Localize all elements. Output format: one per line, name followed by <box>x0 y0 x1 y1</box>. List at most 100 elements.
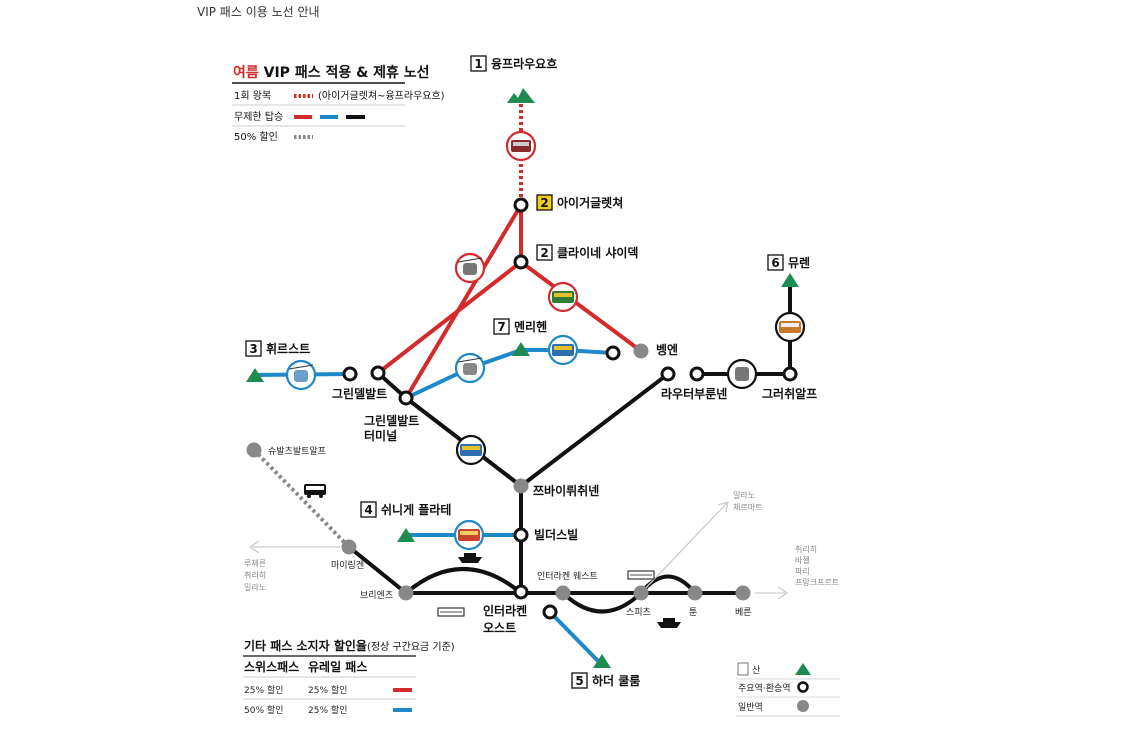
major-station <box>782 366 798 382</box>
key-mountain-icon <box>795 663 811 675</box>
discount-title-note: (정상 구간요금 기준) <box>367 641 455 653</box>
station-label-thun: 툰 <box>689 607 697 618</box>
page-title: VIP 패스 이용 노선 안내 <box>197 5 320 19</box>
discount-title-main: 기타 패스 소지자 할인율 <box>244 638 367 653</box>
train-icon <box>505 130 537 162</box>
station-label-harder-kulm: 하더 쿨룸 <box>592 673 640 688</box>
direction-left: 취리히 <box>244 570 266 580</box>
ship-icon <box>458 553 482 563</box>
map-key: 산 주요역·환승역 일반역 <box>736 662 840 717</box>
station-label-bern: 베른 <box>735 607 752 618</box>
station-number: 2 <box>540 246 548 260</box>
blue-line <box>548 610 604 667</box>
major-station <box>513 254 529 270</box>
direction-right: 프랑크프르트 <box>795 577 839 587</box>
station-label-interlaken-ost: 오스트 <box>483 621 516 635</box>
legend: 여름 VIP 패스 적용 & 제휴 노선 1회 왕복 (아이거글렛쳐~융프라우요… <box>232 64 445 143</box>
train-icon <box>627 570 655 580</box>
station-label-wengen: 벵엔 <box>656 342 678 357</box>
major-station <box>342 366 358 382</box>
major-station <box>513 197 529 213</box>
major-station <box>370 365 386 381</box>
normal-station <box>687 585 703 601</box>
legend-row-label: 1회 왕복 <box>234 90 271 102</box>
normal-station <box>246 442 262 458</box>
gondola-icon <box>454 352 486 384</box>
transport-icons <box>285 130 806 628</box>
station-number: 7 <box>497 320 505 334</box>
station-label-grindelwald: 그린델발트 <box>332 386 387 401</box>
station-label-spiez: 스피츠 <box>626 607 651 618</box>
legend-row-label: 무제한 탑승 <box>234 111 283 123</box>
train-icon <box>547 334 579 366</box>
station-label-first: 휘르스트 <box>266 341 310 356</box>
gondola-icon <box>285 359 317 391</box>
key-mountain-label: 산 <box>752 665 760 676</box>
discount-title: 기타 패스 소지자 할인율(정상 구간요금 기준) <box>244 638 455 653</box>
station-number: 6 <box>771 256 779 270</box>
key-major-station-icon <box>797 681 809 693</box>
direction-upright: 밀라노 <box>733 491 755 500</box>
major-station <box>605 345 621 361</box>
blue-line <box>405 348 614 400</box>
station-label-maennlichen: 멘리헨 <box>514 319 547 334</box>
major-station <box>542 604 558 620</box>
discount-cell: 25% 할인 <box>308 685 347 696</box>
black-line <box>404 567 523 595</box>
discount-cell: 50% 할인 <box>244 705 283 716</box>
station-label-schwarzwaldalp: 슈발츠발트알프 <box>268 446 326 457</box>
key-mountain-box-icon <box>737 662 749 676</box>
red-line <box>404 203 523 400</box>
normal-station <box>633 343 649 359</box>
key-normal-station-icon <box>797 700 809 712</box>
legend-row-note: (아이거글렛쳐~융프라우요흐) <box>318 90 445 102</box>
mountains <box>246 88 799 668</box>
stations <box>246 197 798 620</box>
direction-left: 루체른 <box>244 558 266 568</box>
station-label-wilderswil: 빌더스빌 <box>534 527 578 542</box>
arrow-left-icon <box>248 540 260 554</box>
station-label-brienz: 브리엔츠 <box>360 590 393 601</box>
legend-title: 여름 VIP 패스 적용 & 제휴 노선 <box>233 64 430 81</box>
mountain-icon <box>246 368 264 382</box>
discount-cell: 25% 할인 <box>308 705 347 716</box>
station-label-gruetschalp: 그러취알프 <box>762 386 817 401</box>
normal-station <box>735 585 751 601</box>
train-icon <box>547 281 579 313</box>
red-line <box>376 260 523 375</box>
discount-header-swiss: 스위스패스 <box>244 660 299 674</box>
direction-arrows: 루체른 취리히 밀라노 밀라노 체르마트 취리히 바젤 파리 프랑크프르트 <box>244 491 839 600</box>
station-label-eigergletscher: 아이거글렛쳐 <box>557 195 623 210</box>
station-number: 1 <box>474 57 482 71</box>
arrow-right-icon <box>777 586 789 600</box>
mountain-icon <box>593 654 611 668</box>
gondola-icon <box>726 358 758 390</box>
direction-right: 바젤 <box>795 555 810 565</box>
station-label-lauterbrunnen: 라우터부룬넨 <box>661 386 727 401</box>
station-number: 2 <box>540 196 548 210</box>
red-line <box>519 260 643 353</box>
direction-upright: 체르마트 <box>733 502 762 512</box>
normal-station <box>341 539 357 555</box>
major-station <box>660 366 676 382</box>
direction-right: 취리히 <box>795 544 817 554</box>
normal-station <box>633 585 649 601</box>
mountain-icon <box>507 88 535 103</box>
station-label-zweiluetschinen: 쯔바이뤼취넨 <box>533 483 599 498</box>
normal-station <box>513 478 529 494</box>
route-lines <box>252 100 792 667</box>
station-label-interlaken-ost: 인터라켄 <box>483 603 527 618</box>
key-normal-label: 일반역 <box>738 702 763 713</box>
key-major-label: 주요역·환승역 <box>738 682 791 694</box>
mountain-icon <box>397 528 415 542</box>
arrow-upright-icon <box>717 501 729 513</box>
black-line <box>404 372 670 489</box>
legend-title-rest: VIP 패스 적용 & 제휴 노선 <box>259 64 430 81</box>
legend-title-highlight: 여름 <box>233 64 259 81</box>
train-icon <box>453 519 485 551</box>
major-station <box>513 584 529 600</box>
major-station <box>689 366 705 382</box>
station-label-grindelwald-terminal: 그린델발트 <box>364 413 419 428</box>
station-label-interlaken-west: 인터라켄 웨스트 <box>537 570 598 582</box>
gray-dotted-line <box>252 448 351 549</box>
